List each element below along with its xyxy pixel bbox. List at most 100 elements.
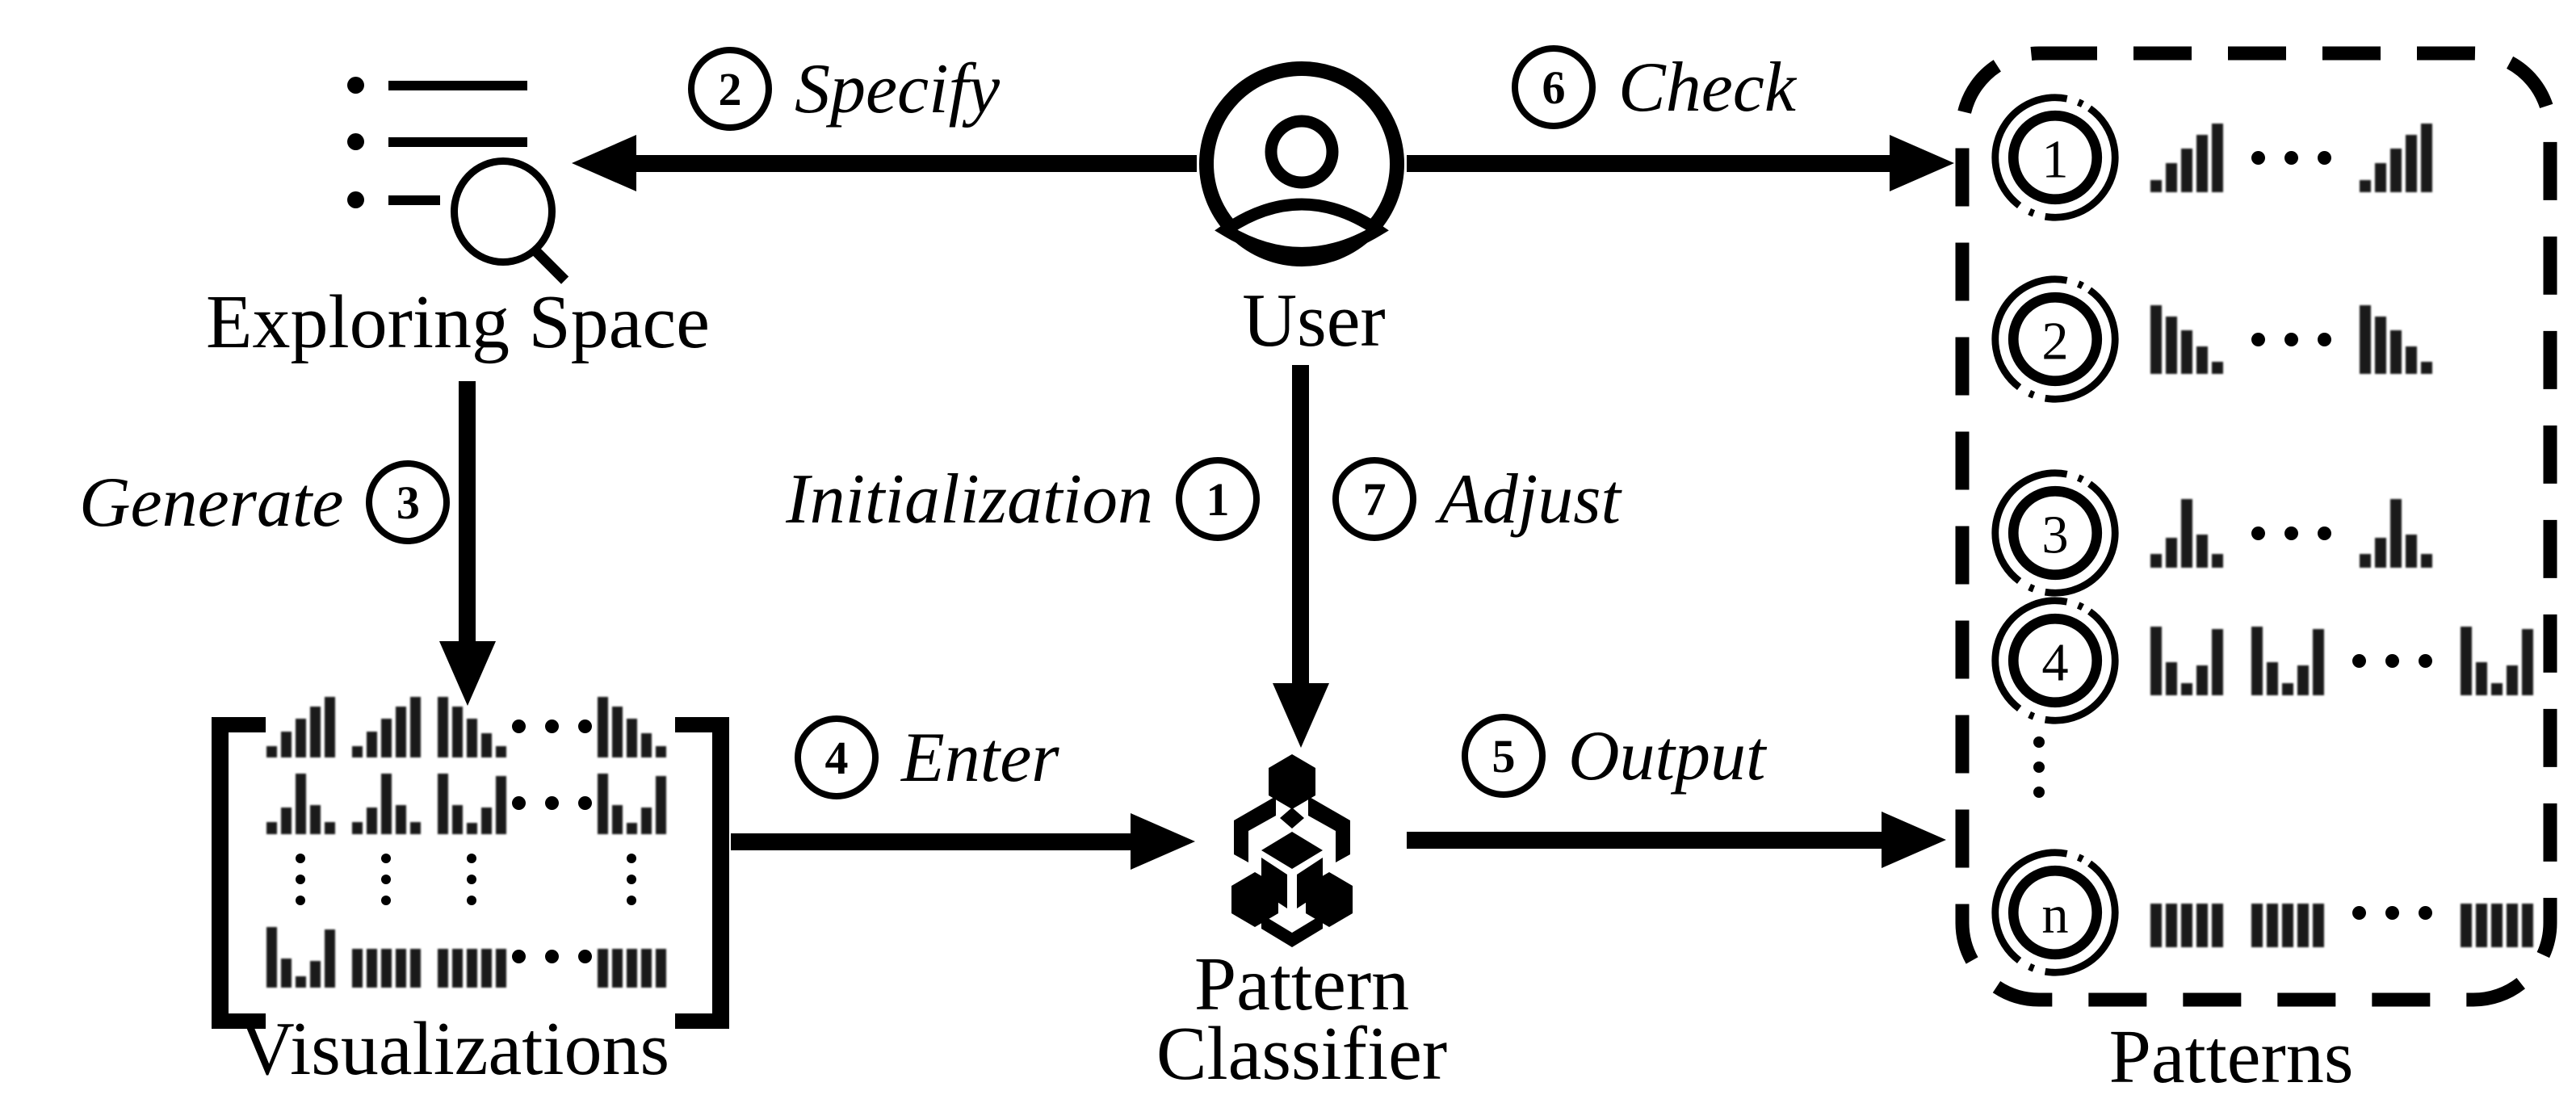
sparkline-descending <box>2360 304 2432 374</box>
sparkline-uniform <box>437 926 506 988</box>
adjust-number-badge: 7 <box>1332 457 1416 541</box>
sparkline-peak <box>266 773 335 834</box>
specify-edge-word: Specify <box>795 49 1001 128</box>
sparkline-bar <box>266 746 277 757</box>
sparkline-bar <box>409 949 421 988</box>
sparkline-bar <box>2406 135 2417 192</box>
pattern-badge-text: 1 <box>2041 130 2068 189</box>
sparkline-bar <box>2212 554 2223 568</box>
sparkline-peak <box>2360 498 2432 568</box>
sparkline-bar <box>2282 683 2293 695</box>
matrix-cell <box>346 848 426 911</box>
sparkline-valley <box>266 926 335 988</box>
output-arrowhead <box>1882 812 1946 868</box>
sparkline-bar <box>611 949 623 988</box>
sparkline-bar <box>640 808 652 834</box>
sparkline-bar <box>480 808 492 834</box>
sparkline-ascending <box>2360 123 2432 192</box>
pattern-badge-text: 4 <box>2041 633 2068 692</box>
sparkline-bar <box>2297 665 2309 695</box>
sparkline-bar <box>2375 317 2386 374</box>
sparkline-bar <box>2181 904 2192 947</box>
sparkline-uniform <box>2251 878 2324 947</box>
sparkline-uniform <box>2461 878 2533 947</box>
sparkline-bar <box>2166 662 2177 695</box>
enter-edge-label: 4 Enter <box>795 715 1059 799</box>
sparkline-bar <box>351 822 363 834</box>
sparkline-bar <box>2522 904 2533 947</box>
sparkline-bar <box>2196 535 2208 568</box>
visualizations-label: Visualizations <box>239 1007 670 1091</box>
sparkline-bar <box>409 697 421 757</box>
sparkline-bar <box>280 808 292 834</box>
sparkline-bar <box>366 808 377 834</box>
sparkline-bar <box>2181 499 2192 568</box>
sparkline-bar <box>480 949 492 988</box>
matrix-cell <box>431 694 512 757</box>
sparkline-bar <box>640 949 652 988</box>
sparkline-descending <box>437 696 506 757</box>
matrix-cell <box>511 925 592 988</box>
sparkline-bar <box>2522 629 2533 695</box>
ellipsis-dots <box>511 795 592 810</box>
exploring-space-label: Exploring Space <box>206 280 710 364</box>
sparkline-bar <box>395 707 406 757</box>
sparkline-bar <box>2150 904 2162 947</box>
sparkline-bar <box>597 949 608 988</box>
sparkline-bar <box>2313 629 2324 695</box>
pattern-badge-4: 4 <box>1991 597 2119 724</box>
visualizations-matrix <box>260 694 672 988</box>
matrix-right-bracket <box>675 717 729 1029</box>
sparkline-bar <box>2421 362 2432 374</box>
sparkline-bar <box>2166 317 2177 374</box>
sparkline-bar <box>2150 305 2162 374</box>
pattern-classifier-icon <box>1231 754 1353 947</box>
specify-arrow-shaft <box>630 155 1197 172</box>
sparkline-uniform <box>2150 878 2223 947</box>
initialization-edge-word: Initialization <box>786 459 1153 539</box>
sparkline-bar <box>2212 904 2223 947</box>
sparkline-bar <box>2313 904 2324 947</box>
matrix-cell <box>431 771 512 834</box>
specify-number-badge: 2 <box>688 47 772 131</box>
generate-number-badge: 3 <box>366 460 451 544</box>
sparkline-bar <box>2360 305 2371 374</box>
ellipsis-dots <box>2251 332 2331 346</box>
matrix-cell <box>260 925 341 988</box>
pattern-badge-3: 3 <box>1991 469 2119 597</box>
sparkline-bar <box>2297 904 2309 947</box>
bullet-icon <box>347 133 364 150</box>
sparkline-bar <box>611 707 623 757</box>
sparkline-bar <box>437 774 448 834</box>
sparkline-descending <box>2150 304 2223 374</box>
output-arrow-shaft <box>1407 832 1890 849</box>
sparkline-bar <box>280 732 292 757</box>
sparkline-bar <box>309 961 321 988</box>
matrix-cell <box>346 694 426 757</box>
check-edge-label: 6 Check <box>1512 45 1796 129</box>
sparkline-uniform <box>351 926 421 988</box>
matrix-cell <box>591 925 672 988</box>
bullet-icon <box>347 77 364 94</box>
sparkline-bar <box>2406 346 2417 374</box>
sparkline-bar <box>451 949 463 988</box>
pattern-row-3: 3 <box>1988 464 2432 602</box>
sparkline-bar <box>2476 662 2487 695</box>
sparkline-bar <box>451 805 463 834</box>
sparkline-bar <box>266 822 277 834</box>
matrix-cell <box>346 771 426 834</box>
pattern-classifier-label-line2: Classifier <box>1156 1012 1448 1096</box>
sparkline-valley <box>2251 626 2324 695</box>
pattern-badge-1: 1 <box>1991 94 2119 221</box>
check-edge-word: Check <box>1618 48 1796 127</box>
sparkline-bar <box>2282 904 2293 947</box>
sparkline-bar <box>324 929 335 988</box>
ellipsis-dots <box>511 719 592 733</box>
sparkline-bar <box>2251 904 2263 947</box>
sparkline-bar <box>466 719 477 757</box>
sparkline-bar <box>466 949 477 988</box>
check-arrowhead <box>1890 135 1954 191</box>
sparkline-bar <box>2181 683 2192 695</box>
sparkline-bar <box>597 697 608 757</box>
initialization-edge-label: Initialization 1 <box>727 457 1260 541</box>
